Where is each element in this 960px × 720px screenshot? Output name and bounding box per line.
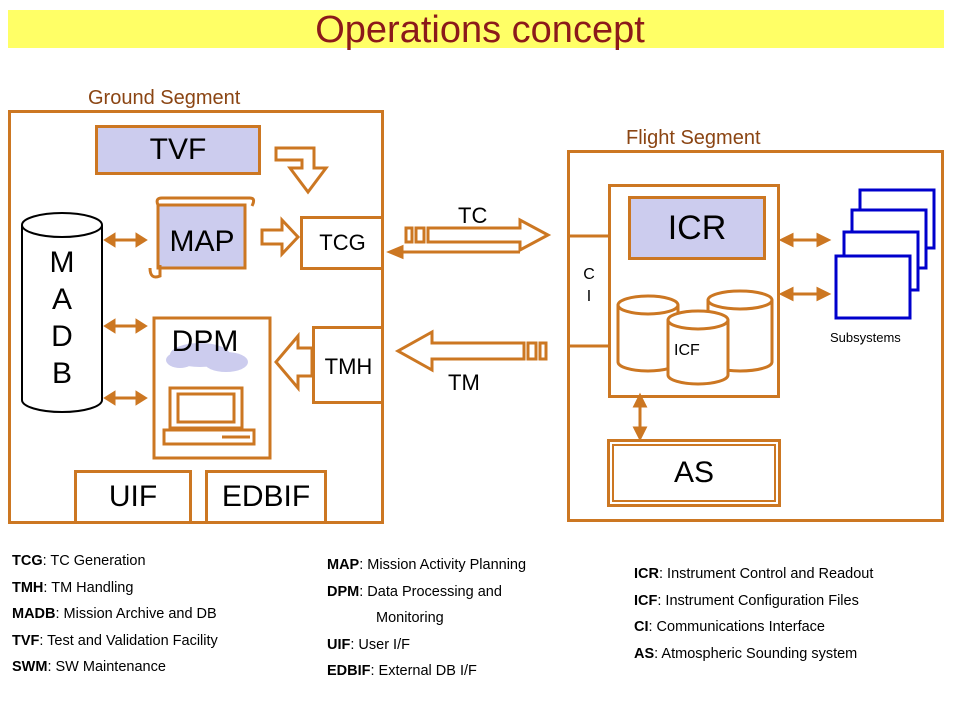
- legend-item: ICF: Instrument Configuration Files: [634, 588, 873, 615]
- legend-col-1: TCG: TC Generation TMH: TM Handling MADB…: [12, 548, 218, 681]
- icr-label: ICR: [667, 209, 727, 247]
- legend-item: MAP: Mission Activity Planning: [327, 552, 526, 579]
- legend-item: TMH: TM Handling: [12, 575, 218, 602]
- ground-segment-label: Ground Segment: [88, 87, 241, 109]
- legend-text: : Communications Interface: [648, 619, 826, 635]
- tcg-label: TCG: [319, 230, 366, 255]
- legend-text: : Atmospheric Sounding system: [654, 645, 858, 662]
- subsystem-arrows: [778, 232, 832, 302]
- edbif-box: EDBIF: [205, 470, 327, 524]
- legend-abbr: MAP: [327, 557, 360, 573]
- icf-label: ICF: [674, 342, 700, 359]
- legend-abbr: ICF: [634, 592, 658, 609]
- legend-abbr: TCG: [12, 553, 43, 569]
- tc-arrow: [386, 217, 552, 260]
- icf-cylinders: [616, 289, 774, 386]
- instrument-box: [608, 184, 780, 398]
- madb-letter: A: [51, 283, 72, 316]
- map-to-tcg-arrow: [260, 216, 301, 258]
- legend-abbr: ICR: [634, 566, 659, 582]
- legend-abbr: UIF: [327, 636, 351, 653]
- legend-text: : User I/F: [350, 636, 410, 653]
- icr-box: ICR: [628, 196, 766, 260]
- tcg-box: TCG: [300, 216, 382, 270]
- madb-arrows: [103, 232, 148, 406]
- dpm-label: DPM: [171, 325, 239, 358]
- legend-text: : Instrument Configuration Files: [657, 592, 859, 609]
- tc-label: TC: [458, 203, 488, 228]
- uif-box: UIF: [74, 470, 192, 524]
- legend-text: : Mission Activity Planning: [359, 557, 527, 573]
- flight-segment-label: Flight Segment: [626, 127, 761, 149]
- legend-text: Monitoring: [376, 610, 444, 626]
- legend-item: DPM: Data Processing and: [327, 579, 526, 606]
- page-title: Operations concept: [315, 9, 645, 51]
- ci-letter: C: [583, 266, 595, 283]
- legend-col-2: MAP: Mission Activity Planning DPM: Data…: [327, 552, 526, 685]
- legend-abbr: CI: [634, 619, 649, 635]
- ci-label: C I: [582, 264, 596, 308]
- legend-abbr: MADB: [12, 606, 56, 622]
- legend-item: ICR: Instrument Control and Readout: [634, 561, 873, 588]
- legend-text: : Instrument Control and Readout: [658, 566, 874, 582]
- madb-cylinder: [21, 212, 103, 413]
- as-label: AS: [673, 456, 715, 489]
- legend-text: : Mission Archive and DB: [55, 606, 217, 622]
- legend-col-3: ICR: Instrument Control and Readout ICF:…: [634, 561, 873, 667]
- legend-text: : SW Maintenance: [47, 659, 166, 675]
- legend-text: : Data Processing and: [359, 583, 502, 600]
- tvf-label: TVF: [149, 133, 207, 166]
- legend-item: SWM: SW Maintenance: [12, 654, 218, 681]
- ci-letter: I: [586, 288, 592, 305]
- legend-text: : TC Generation: [42, 553, 146, 569]
- tvf-to-tcg-arrow: [274, 146, 329, 195]
- uif-label: UIF: [108, 480, 158, 513]
- legend-abbr: AS: [634, 645, 655, 662]
- map-label: MAP: [169, 225, 235, 258]
- legend-item: AS: Atmospheric Sounding system: [634, 641, 873, 668]
- flight-segment-box: [567, 150, 944, 522]
- subsystems-label: Subsystems: [830, 330, 901, 345]
- legend-abbr: TMH: [12, 579, 44, 596]
- madb-letters: M A D B: [22, 244, 102, 392]
- dpm-blob: [166, 343, 248, 372]
- legend-abbr: SWM: [12, 659, 48, 675]
- legend-text: : TM Handling: [43, 579, 134, 596]
- icr-as-arrow: [632, 392, 648, 442]
- legend-item: EDBIF: External DB I/F: [327, 658, 526, 685]
- computer-icon: [162, 386, 256, 446]
- legend-abbr: EDBIF: [327, 663, 371, 679]
- legend-abbr: DPM: [327, 583, 360, 600]
- legend-text: : External DB I/F: [370, 663, 477, 679]
- legend-item: CI: Communications Interface: [634, 614, 873, 641]
- madb-letter: B: [51, 357, 72, 390]
- tmh-label: TMH: [324, 354, 373, 379]
- madb-letter: M: [49, 246, 75, 279]
- subsystem-stack: [834, 188, 936, 320]
- legend-abbr: TVF: [12, 632, 40, 649]
- madb-letter: D: [51, 320, 73, 353]
- tmh-to-dpm-arrow: [274, 331, 314, 393]
- tm-label: TM: [448, 370, 480, 395]
- ci-lines: [567, 234, 608, 348]
- map-scroll: [148, 196, 256, 279]
- tm-arrow: [394, 329, 548, 373]
- as-box: AS: [607, 439, 781, 507]
- legend-text: : Test and Validation Facility: [39, 632, 218, 649]
- legend-item: UIF: User I/F: [327, 632, 526, 659]
- legend-item: Monitoring: [327, 605, 526, 632]
- tvf-box: TVF: [95, 125, 261, 175]
- legend-item: TVF: Test and Validation Facility: [12, 628, 218, 655]
- edbif-label: EDBIF: [221, 480, 311, 513]
- legend-item: MADB: Mission Archive and DB: [12, 601, 218, 628]
- tmh-box: TMH: [312, 326, 382, 404]
- title-bar: [8, 10, 944, 48]
- legend-item: TCG: TC Generation: [12, 548, 218, 575]
- ground-segment-box: [8, 110, 384, 524]
